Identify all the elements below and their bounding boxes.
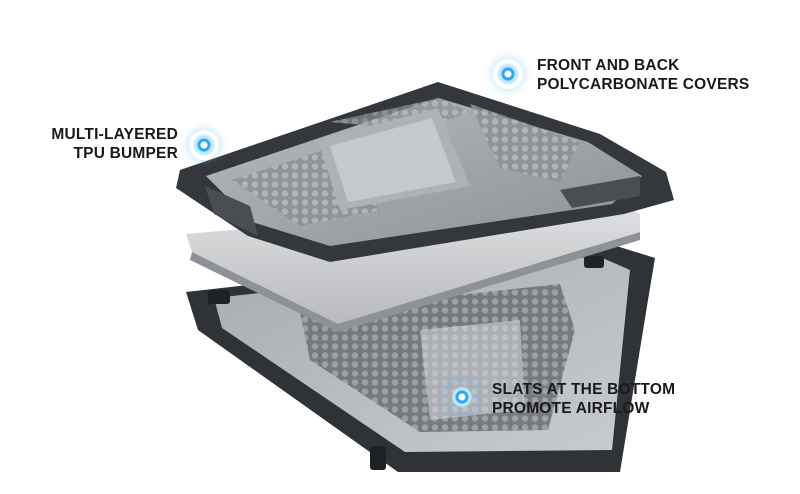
front-back-callout-icon bbox=[497, 63, 519, 85]
slats-callout-icon bbox=[451, 386, 473, 408]
front-back-line1: FRONT AND BACK bbox=[537, 57, 680, 74]
tpu-callout: MULTI-LAYERED TPU BUMPER bbox=[46, 125, 178, 163]
tpu-line2: TPU BUMPER bbox=[73, 145, 178, 162]
tpu-callout-icon bbox=[193, 134, 215, 156]
slats-callout: SLATS AT THE BOTTOM PROMOTE AIRFLOW bbox=[492, 380, 675, 418]
tpu-line1: MULTI-LAYERED bbox=[51, 126, 178, 143]
slats-line1: SLATS AT THE BOTTOM bbox=[492, 381, 676, 398]
front-back-line2: POLYCARBONATE COVERS bbox=[537, 76, 750, 93]
slats-line2: PROMOTE AIRFLOW bbox=[492, 400, 650, 417]
top-cover bbox=[176, 82, 674, 262]
front-back-callout: FRONT AND BACK POLYCARBONATE COVERS bbox=[537, 56, 749, 94]
